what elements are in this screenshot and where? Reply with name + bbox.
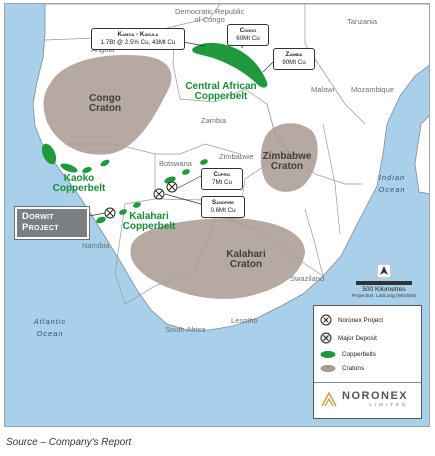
label-kalahari-craton: Kalahari Craton [226, 249, 266, 270]
legend-row-copperbelts: Copperbelts [320, 350, 376, 359]
callout-sandfire: Sandfire 0.6Mt Cu [201, 196, 245, 218]
zambia-deposit-name: Zambia [285, 51, 303, 58]
kaoko-belt-seg-4 [100, 159, 110, 167]
noronex-logo-subtext: LIMITED [369, 402, 409, 407]
label-lesotho: Lesotho [231, 316, 258, 325]
congo-deposit-name: Congo [239, 27, 257, 34]
kamoa-kakula-name: Kamoa - Kakula [117, 31, 159, 38]
callout-zambia: Zambia 90Mt Cu [273, 48, 315, 70]
kalahari-belt-seg-1 [96, 216, 106, 224]
cupric-deposit-marker [166, 181, 178, 193]
callout-kamoa-kakula: Kamoa - Kakula 1.7Bt @ 2.5% Cu, 43Mt Cu [91, 28, 185, 50]
figure-caption: Source – Company's Report [6, 437, 132, 448]
madagascar [414, 115, 429, 195]
map-frame: Democratic Republic of Congo Angola Tanz… [4, 3, 430, 427]
kaoko-belt-seg-2 [60, 163, 78, 173]
cupric-name: Cupric [213, 171, 231, 178]
noronex-logo-icon [321, 391, 337, 407]
map-legend: Noronex Project Major Deposit Copperbelt… [313, 305, 422, 419]
legend-row-major-deposit: Major Deposit [320, 332, 377, 344]
callout-congo: Congo 60Mt Cu [227, 24, 269, 46]
label-namibia: Namibia [82, 241, 110, 250]
sandfire-name: Sandfire [212, 199, 234, 206]
kaoko-belt-seg-1 [41, 143, 57, 165]
kalahari-belt-seg-6 [200, 159, 208, 165]
congo-deposit-detail: 60Mt Cu [236, 34, 260, 42]
scale-bar [356, 281, 412, 285]
kalahari-belt-seg-5 [182, 169, 190, 175]
label-congo-craton: Congo Craton [88, 93, 122, 114]
craton-icon [320, 364, 336, 373]
sandfire-deposit-marker [153, 188, 165, 200]
label-zimbabwe-craton: Zimbabwe Craton [262, 151, 312, 172]
legend-label-cratons: Cratons [342, 365, 365, 372]
congo-craton-shape [43, 55, 172, 155]
legend-label-major-deposit: Major Deposit [338, 334, 377, 342]
label-angola: Angola [91, 45, 115, 54]
copperbelt-icon [320, 350, 336, 359]
kaoko-belt-seg-3 [82, 167, 92, 173]
projection-label: Projection: Lat/Long (WGS84) [352, 294, 416, 299]
label-kaoko-copperbelt: Kaoko Copperbelt [52, 173, 106, 194]
north-arrow-icon [377, 264, 391, 278]
copperbelts [41, 42, 268, 224]
legend-label-noronex: Noronex Project [338, 316, 384, 324]
label-tanzania: Tanzania [347, 17, 378, 26]
kamoa-kakula-detail: 1.7Bt @ 2.5% Cu, 43Mt Cu [100, 38, 176, 46]
legend-row-cratons: Cratons [320, 364, 364, 373]
scale-label: 500 Kilometres [362, 286, 406, 293]
cratons [43, 55, 318, 299]
kalahari-craton-shape [130, 218, 305, 299]
major-deposit-icon [320, 332, 332, 344]
cupric-detail: 7Mt Cu [212, 178, 232, 186]
label-drc: Democratic Republic of Congo [175, 7, 245, 24]
noronex-project-icon [320, 314, 332, 326]
label-south-africa: South Africa [165, 325, 206, 334]
label-indian-ocean: Indian Ocean [378, 173, 406, 194]
noronex-logo: NORONEX LIMITED [320, 390, 408, 408]
label-mozambique: Mozambique [351, 85, 394, 94]
label-zambia: Zambia [201, 116, 227, 125]
label-kalahari-copperbelt: Kalahari Copperbelt [122, 211, 176, 232]
zambia-deposit-detail: 90Mt Cu [282, 58, 306, 66]
map-canvas [32, 4, 429, 331]
callout-cupric: Cupric 7Mt Cu [201, 168, 243, 190]
dorwit-project-marker [104, 207, 116, 219]
label-atlantic-ocean: Atlantic Ocean [33, 317, 67, 338]
central-african-copperbelt-shape [192, 42, 268, 88]
zimbabwe-craton-shape [260, 123, 318, 192]
legend-label-copperbelts: Copperbelts [342, 351, 376, 358]
legend-row-noronex: Noronex Project [320, 314, 383, 326]
label-malawi: Malawi [311, 85, 335, 94]
legend-divider [314, 382, 421, 383]
label-botswana: Botswana [159, 159, 192, 168]
label-swaziland: Swaziland [290, 274, 325, 283]
kalahari-belt-seg-2 [119, 209, 127, 215]
scale-block: 500 Kilometres Projection: Lat/Long (WGS… [338, 264, 429, 299]
label-zimbabwe: Zimbabwe [219, 152, 254, 161]
sandfire-detail: 0.6Mt Cu [210, 206, 236, 214]
label-central-african-copperbelt: Central African Copperbelt [185, 81, 257, 102]
kalahari-belt-seg-3 [133, 202, 141, 208]
noronex-logo-text: NORONEX [342, 390, 409, 402]
dorwit-project-label: Dorwit Project [15, 207, 89, 239]
